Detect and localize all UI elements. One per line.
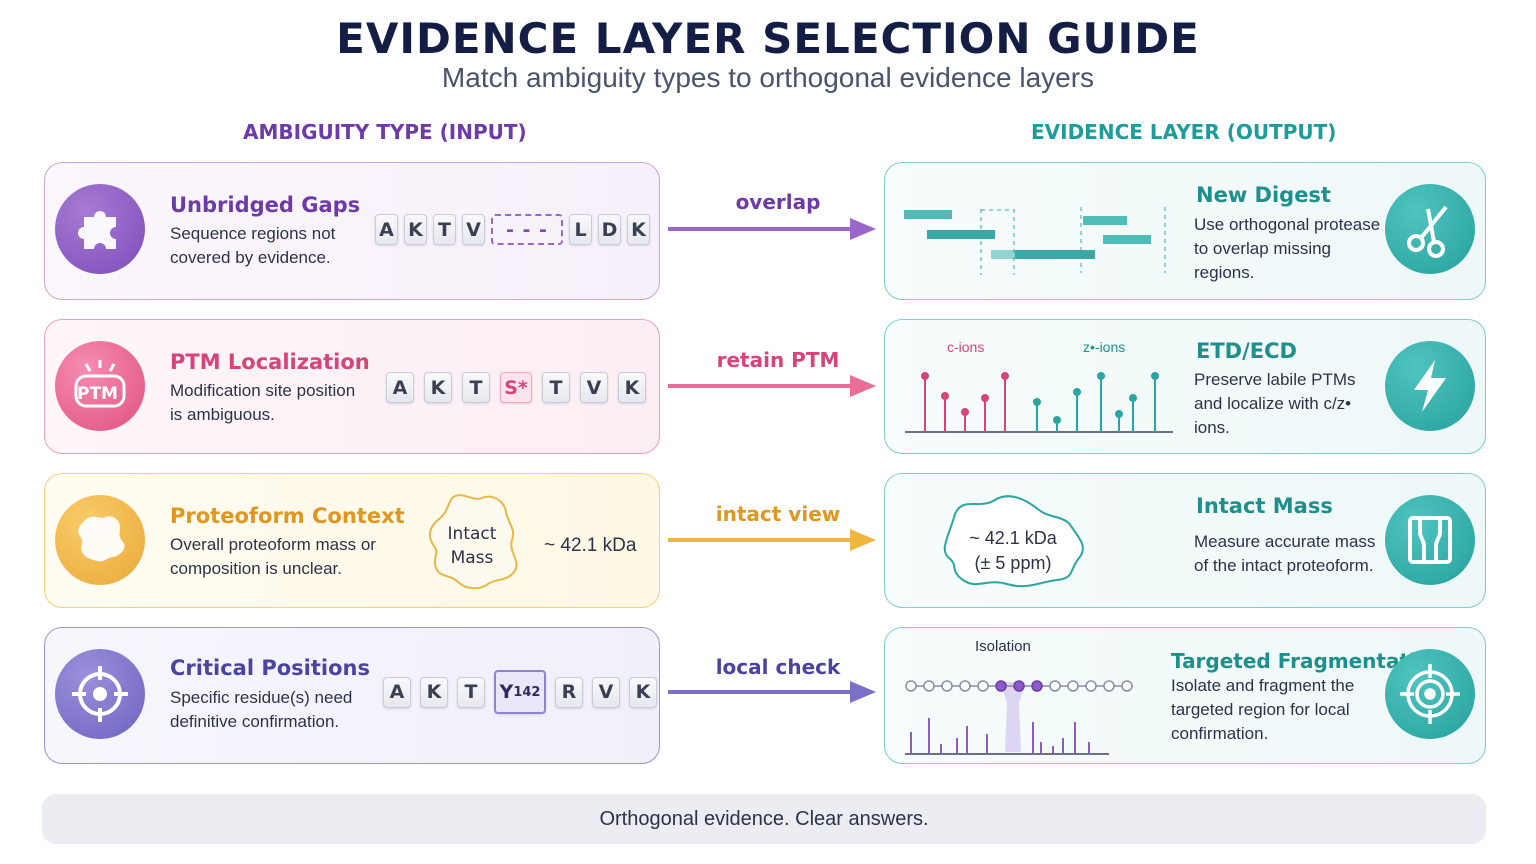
arrow-right-icon (668, 217, 876, 241)
peptide-overlap-graphic (904, 207, 1166, 275)
residue-tile: K (618, 372, 646, 403)
input-column-heading: AMBIGUITY TYPE (INPUT) (243, 120, 527, 144)
residue-tile: T (457, 676, 485, 708)
residue-tile: V (580, 372, 608, 403)
ppm-line: (± 5 ppm) (974, 553, 1052, 573)
card-unbridged-gaps: Unbridged Gaps Sequence regions not cove… (44, 162, 660, 300)
connector-label: retain PTM (716, 348, 840, 372)
arrow-right-icon (668, 680, 876, 704)
ptm-badge-icon: PTM (55, 341, 145, 431)
ptm-badge-text: PTM (77, 384, 118, 404)
residue-tile: V (462, 214, 485, 245)
mass-line: ~ 42.1 kDa (969, 528, 1057, 548)
residue-tile: L (569, 214, 592, 245)
card-critical-positions: Critical Positions Specific residue(s) n… (44, 627, 660, 764)
isolation-fragmentation-graphic (905, 680, 1133, 755)
residue-tile: T (542, 372, 570, 403)
residue-tile: A (383, 676, 411, 708)
lightning-icon (1385, 341, 1475, 431)
page-subtitle: Match ambiguity types to orthogonal evid… (441, 62, 1095, 93)
sequence-strip: A K T S* T V K (386, 372, 646, 403)
residue-tile: K (424, 372, 452, 403)
spectrum-graphic (905, 372, 1173, 433)
connector-label: overlap (735, 190, 821, 214)
card-title: ETD/ECD (1196, 339, 1297, 363)
arrow-right-icon (668, 374, 876, 398)
card-title: PTM Localization (170, 350, 370, 374)
target-icon (1385, 649, 1475, 739)
intact-mass-blob (428, 494, 518, 590)
connector-label: intact view (715, 502, 841, 526)
blob-line-2: Mass (450, 548, 494, 568)
c-ions-label: c-ions (947, 339, 985, 355)
card-ptm-localization: PTM PTM Localization Modification site p… (44, 319, 660, 454)
output-column-heading: EVIDENCE LAYER (OUTPUT) (1031, 120, 1337, 144)
modified-residue-tile: S* (500, 372, 532, 403)
gap-tile: - - - (491, 214, 563, 245)
card-description: Preserve labile PTMs and localize with c… (1194, 370, 1356, 437)
residue-tile: K (420, 676, 448, 708)
accurate-mass-blob (943, 495, 1084, 588)
card-description: Use orthogonal protease to overlap missi… (1194, 215, 1381, 282)
connector-label: local check (715, 655, 841, 679)
card-new-digest: New Digest Use orthogonal protease to ov… (884, 162, 1486, 300)
residue-tile: K (404, 214, 427, 245)
isolation-label: Isolation (975, 638, 1031, 655)
crosshair-icon (55, 649, 145, 739)
intact-mass-icon (1385, 495, 1475, 585)
card-etd-ecd: c-ions z•-ions ETD/ECD Preserve labile P… (884, 319, 1486, 454)
card-title: Unbridged Gaps (170, 193, 361, 217)
footer-banner: Orthogonal evidence. Clear answers. (42, 794, 1486, 844)
card-description: Specific residue(s) need definitive conf… (170, 688, 353, 731)
card-proteoform-context: Proteoform Context Overall proteoform ma… (44, 473, 660, 608)
card-description: Modification site position is ambiguous. (170, 381, 356, 424)
card-title: Intact Mass (1196, 494, 1333, 518)
blob-icon (55, 495, 145, 585)
residue-tile: A (375, 214, 398, 245)
residue-tile: V (592, 676, 620, 708)
residue-tile: A (386, 372, 414, 403)
mass-value: ~ 42.1 kDa (544, 535, 637, 556)
residue-tile: T (462, 372, 490, 403)
card-description: Overall proteoform mass or composition i… (170, 535, 376, 578)
card-title: New Digest (1196, 183, 1331, 207)
card-description: Measure accurate mass of the intact prot… (1194, 532, 1376, 575)
card-description: Isolate and fragment the targeted region… (1171, 676, 1355, 743)
residue-tile: R (555, 676, 583, 708)
card-intact-mass: ~ 42.1 kDa (± 5 ppm) Intact Mass Measure… (884, 473, 1486, 608)
arrow-right-icon (668, 528, 876, 552)
z-ions-label: z•-ions (1083, 339, 1126, 355)
sequence-strip: A K T V - - - L D K (375, 214, 650, 245)
puzzle-icon (55, 184, 145, 274)
residue-tile: D (598, 214, 621, 245)
blob-label: Intact Mass (422, 522, 522, 570)
card-description: Sequence regions not covered by evidence… (170, 224, 336, 267)
residue-tile: T (433, 214, 456, 245)
residue-tile: K (629, 676, 657, 708)
critical-residue-letter: Y (499, 681, 514, 703)
scissors-icon (1385, 184, 1475, 274)
card-targeted-fragmentation: Isolation Targeted Fragmentation Isolate… (884, 627, 1486, 764)
card-title: Proteoform Context (170, 504, 405, 528)
residue-tile: K (627, 214, 650, 245)
page-title: EVIDENCE LAYER SELECTION GUIDE (336, 14, 1200, 63)
blob-line-1: Intact (447, 524, 497, 544)
accurate-mass-label: ~ 42.1 kDa (± 5 ppm) (949, 526, 1077, 576)
card-title: Critical Positions (170, 656, 370, 680)
residue-position: 142 (513, 684, 541, 700)
